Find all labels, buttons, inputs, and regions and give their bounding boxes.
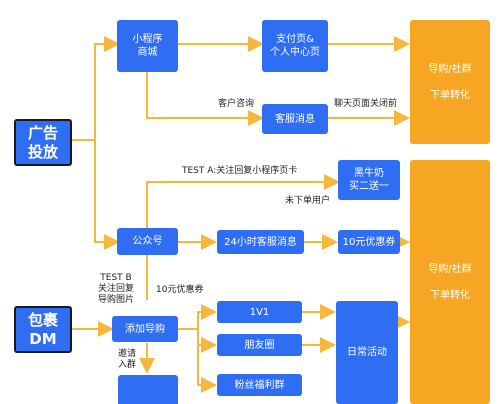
- label-test-a: TEST A:关注回复小程序页卡: [182, 166, 298, 176]
- node-guanggao-line2: 投放: [27, 142, 58, 161]
- label-weixiadan: 未下单用户: [285, 196, 331, 206]
- orange-bottom-line1: 导购/社群: [428, 263, 472, 275]
- node-kefu24-label: 24小时客服消息: [224, 236, 297, 248]
- label-test-b: TEST B 关注回复 导购图片: [98, 273, 134, 306]
- node-kefu-24h: 24小时客服消息: [217, 230, 304, 254]
- orange-bottom-line2: 下单转化: [430, 289, 470, 301]
- node-baoguo-line2: DM: [29, 329, 57, 348]
- node-pengyouquan-label: 朋友圈: [244, 339, 275, 351]
- node-xiaochengxu-shangcheng: 小程序 商城: [117, 20, 178, 72]
- node-kefu-xiaoxi: 客服消息: [262, 104, 328, 134]
- node-heiniunai-line2: 买二送一: [349, 181, 389, 192]
- node-guanggao-line1: 广告: [27, 123, 58, 142]
- node-heiniunai: 黑牛奶 买二送一: [338, 160, 400, 200]
- node-gongzhonghao-label: 公众号: [132, 236, 163, 247]
- node-guanggao-toufang: 广告 投放: [14, 119, 72, 166]
- node-richang-label: 日常活动: [347, 347, 387, 358]
- node-kefu-label: 客服消息: [275, 113, 315, 125]
- node-tianjia-daogou: 添加导购: [112, 316, 178, 342]
- node-fensi-label: 粉丝福利群: [234, 379, 285, 391]
- label-test-b-line3: 导购图片: [98, 295, 135, 305]
- node-fensi-fuliqun: 粉丝福利群: [217, 374, 302, 396]
- node-baoguo-line1: 包裹: [27, 310, 58, 329]
- node-youhuiquan: 10元优惠券: [338, 230, 400, 254]
- label-test-b-line2: 关注回复: [98, 284, 135, 294]
- label-yaoqing-ruqun: 邀请 入群: [118, 349, 136, 371]
- node-zhifuye-line1: 支付页&: [276, 34, 314, 45]
- node-baoguo-dm: 包裹 DM: [14, 306, 72, 353]
- orange-top-line2: 下单转化: [430, 89, 470, 101]
- label-kehu-zixun: 客户咨询: [218, 99, 255, 109]
- node-zhifuye-line2: 个人中心页: [270, 47, 320, 58]
- label-yaoqing-line1: 邀请: [118, 349, 137, 359]
- node-heiniunai-line1: 黑牛奶: [354, 168, 384, 179]
- label-liaotian-guanbi: 聊天页面关闭前: [334, 99, 398, 109]
- node-1v1-label: 1V1: [249, 306, 270, 318]
- orange-top-line1: 导购/社群: [428, 63, 472, 75]
- node-gongzhonghao: 公众号: [117, 228, 178, 255]
- label-yaoqing-line2: 入群: [118, 360, 137, 370]
- label-test-b-line1: TEST B: [100, 273, 132, 283]
- node-orange-conversion-bottom: 导购/社群 下单转化: [410, 160, 490, 404]
- node-1v1: 1V1: [217, 301, 302, 323]
- node-xiaochengxu-line2: 商城: [137, 47, 158, 58]
- node-bottom-partial: [118, 375, 178, 404]
- label-10yuan: 10元优惠券: [156, 285, 204, 295]
- node-richang-huodong: 日常活动: [336, 301, 398, 404]
- node-tianjia-label: 添加导购: [125, 323, 165, 335]
- node-zhifuye: 支付页& 个人中心页: [262, 20, 328, 72]
- node-orange-conversion-top: 导购/社群 下单转化: [410, 20, 490, 144]
- node-xiaochengxu-line1: 小程序: [132, 34, 163, 45]
- node-youhuiquan-label: 10元优惠券: [342, 236, 396, 248]
- node-pengyouquan: 朋友圈: [217, 334, 302, 356]
